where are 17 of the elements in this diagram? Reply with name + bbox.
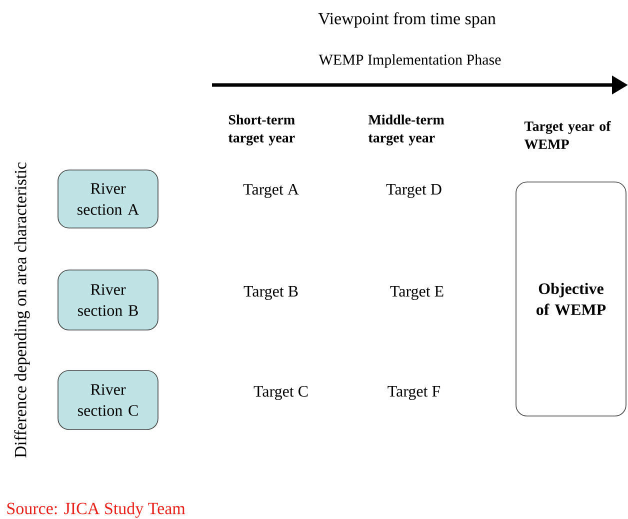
target-label: Target E (390, 286, 444, 300)
target-label: Target A (243, 184, 299, 198)
column-heading: Middle-term target year (368, 114, 444, 146)
target-label: Target C (254, 386, 308, 400)
objective-box: Objective of WEMP (516, 182, 626, 416)
axis-label: Difference depending on area characteristic (14, 162, 30, 458)
source-note: Source: JICA Study Team (7, 502, 186, 518)
target-label: Target F (388, 386, 440, 400)
target-label: Target B (244, 286, 298, 300)
river-section-box: River section C (58, 370, 158, 430)
arrow-label: WEMP Implementation Phase (318, 54, 501, 68)
river-section-box: River section A (58, 170, 158, 228)
column-heading: Short-term target year (228, 114, 295, 146)
target-label: Target D (386, 184, 442, 198)
column-heading: Target year of WEMP (524, 120, 611, 150)
river-section-box: River section B (58, 270, 158, 330)
title: Viewpoint from time span (318, 12, 496, 28)
